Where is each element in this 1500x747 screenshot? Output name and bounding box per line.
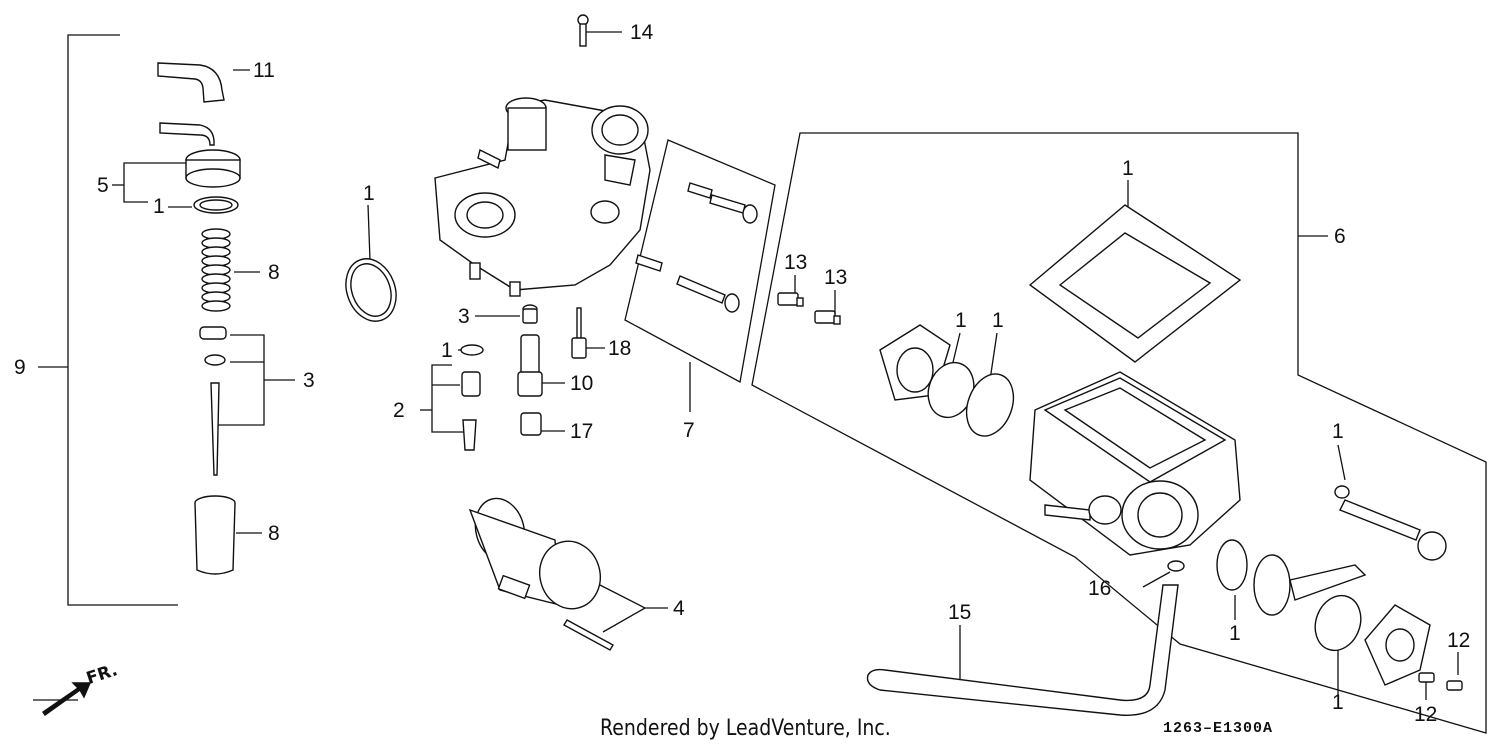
starter-plunger-18: [571, 337, 587, 359]
needle-jet-10: [520, 334, 540, 376]
callout-4: 4: [673, 597, 685, 620]
fuel-hose-15: [866, 584, 1179, 716]
box-group-6: [751, 132, 1487, 734]
callout-1: 1: [1332, 420, 1344, 443]
callout-5: 5: [97, 174, 109, 197]
callout-7: 7: [683, 419, 695, 442]
callout-13: 13: [824, 266, 848, 289]
screw-12: [1418, 672, 1435, 683]
washer-1: [460, 344, 484, 356]
screw-13: [777, 292, 799, 306]
elbow-tube-11: [157, 62, 225, 103]
bracket-group-9: [67, 34, 178, 606]
callout-16: 16: [1088, 577, 1112, 600]
spring-8: [201, 228, 231, 312]
carburetor-body: [434, 97, 651, 297]
float-bowl: [1029, 371, 1241, 556]
intake-insulator-4: [468, 497, 614, 651]
pilot-screw-assembly: [635, 182, 758, 313]
callout-2: 2: [393, 399, 405, 422]
washer-right: [1334, 485, 1350, 499]
callout-18: 18: [608, 337, 632, 360]
callout-1: 1: [1332, 691, 1344, 714]
main-jet-2: [461, 371, 481, 397]
callout-3: 3: [303, 369, 315, 392]
filter-screen: [965, 373, 1015, 437]
callout-15: 15: [948, 601, 972, 624]
diaphragm-valve: [1253, 554, 1291, 616]
callout-12: 12: [1447, 629, 1471, 652]
callout-11: 11: [253, 59, 275, 82]
callout-8: 8: [268, 261, 280, 284]
callout-1: 1: [363, 182, 375, 205]
front-arrow-icon: [42, 682, 92, 716]
callout-1: 1: [955, 309, 967, 332]
hose-clip-16: [1167, 560, 1185, 572]
callout-1: 1: [441, 339, 453, 362]
callout-8: 8: [268, 522, 280, 545]
diaphragm-1: [1216, 539, 1248, 591]
callout-13: 13: [784, 251, 808, 274]
callout-9: 9: [14, 356, 26, 379]
callout-1: 1: [1122, 157, 1134, 180]
clip-3: [199, 326, 227, 340]
callout-6: 6: [1334, 225, 1346, 248]
callout-3: 3: [458, 305, 470, 328]
mixture-screw: [1339, 499, 1421, 541]
diagram-code: 1263–E1300A: [1163, 720, 1274, 737]
callout-12: 12: [1414, 703, 1438, 726]
jet-needle: [210, 382, 220, 476]
callout-1: 1: [153, 195, 165, 218]
callout-1: 1: [1229, 622, 1241, 645]
jet-17: [520, 412, 542, 436]
callout-10: 10: [570, 372, 594, 395]
callout-17: 17: [570, 420, 594, 443]
callout-1: 1: [992, 309, 1004, 332]
o-ring-cover: [1314, 594, 1362, 652]
credit-text: Rendered by LeadVenture, Inc.: [600, 716, 891, 741]
callout-14: 14: [630, 21, 654, 44]
